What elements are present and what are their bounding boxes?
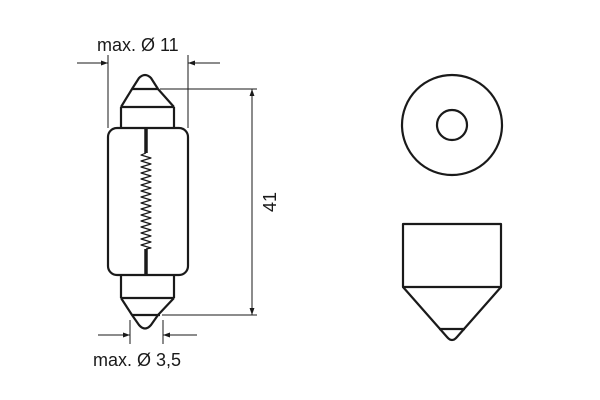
length-label: 41 — [260, 192, 280, 212]
bulb-end-view — [400, 73, 504, 177]
top-width-label: max. Ø 11 — [97, 35, 179, 55]
bulb-side-view — [106, 73, 190, 330]
filament — [140, 128, 152, 275]
bottom-cap — [119, 275, 176, 330]
bottom-width-label: max. Ø 3,5 — [93, 350, 181, 370]
cap-cone — [402, 286, 502, 342]
top-cap — [119, 73, 176, 128]
glass-body — [106, 126, 190, 277]
cap-profile-view — [401, 222, 503, 342]
inner-tip-circle — [435, 108, 469, 142]
outer-cap-circle — [400, 73, 504, 177]
cap-base — [401, 222, 503, 289]
dimension-lines — [77, 55, 257, 344]
